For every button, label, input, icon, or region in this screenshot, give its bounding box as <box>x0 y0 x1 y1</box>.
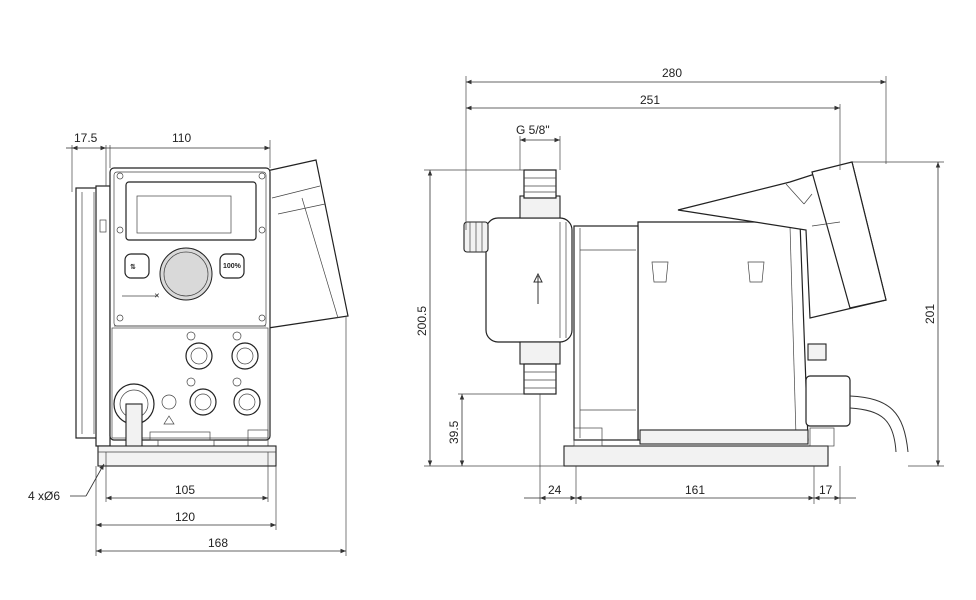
hole-callout-label: 4 xØ6 <box>28 489 60 503</box>
drive-housing <box>637 221 809 441</box>
connector-bus <box>233 388 261 416</box>
side-view: 280 251 G 5/8" 200.5 39.5 201 24 161 <box>415 66 944 504</box>
connector-level <box>231 342 259 370</box>
100-percent-label: 100% <box>223 263 242 270</box>
dim-168-label: 168 <box>208 536 228 550</box>
dim-17-5-label: 17.5 <box>74 131 98 145</box>
start-stop-button <box>124 253 150 279</box>
svg-text:⇅: ⇅ <box>130 263 136 271</box>
connector-analog <box>185 342 213 370</box>
mounting-flange <box>573 225 639 441</box>
signal-connector <box>807 343 827 361</box>
dosing-head <box>485 217 573 343</box>
display-bezel <box>125 181 257 241</box>
suction-valve <box>519 341 561 365</box>
dim-120-label: 120 <box>175 510 195 524</box>
connector-output <box>189 388 217 416</box>
front-view: ⇅ 100% ✕ <box>28 131 349 556</box>
dim-105-label: 105 <box>175 483 195 497</box>
thread-size-label: G 5/8" <box>516 123 550 137</box>
display-screen <box>136 195 232 234</box>
dim-280-label: 280 <box>662 66 682 80</box>
dim-17-label: 17 <box>819 483 833 497</box>
dim-161-label: 161 <box>685 483 705 497</box>
dim-201-label: 201 <box>923 304 937 324</box>
cable-entry <box>805 375 851 427</box>
side-base-plate <box>563 445 829 467</box>
dim-251-label: 251 <box>640 93 660 107</box>
control-knob <box>159 247 213 301</box>
dim-24-label: 24 <box>548 483 562 497</box>
dim-110-label: 110 <box>172 131 191 145</box>
suction-thread <box>523 363 557 395</box>
svg-text:✕: ✕ <box>154 293 160 300</box>
angled-housing <box>261 159 349 329</box>
dim-39-5-label: 39.5 <box>447 420 461 444</box>
power-cable <box>849 395 909 453</box>
discharge-valve <box>519 195 561 219</box>
base-plate <box>97 445 277 467</box>
100-percent-button <box>219 253 245 279</box>
dim-200-5-label: 200.5 <box>415 306 429 336</box>
discharge-thread <box>523 169 557 199</box>
